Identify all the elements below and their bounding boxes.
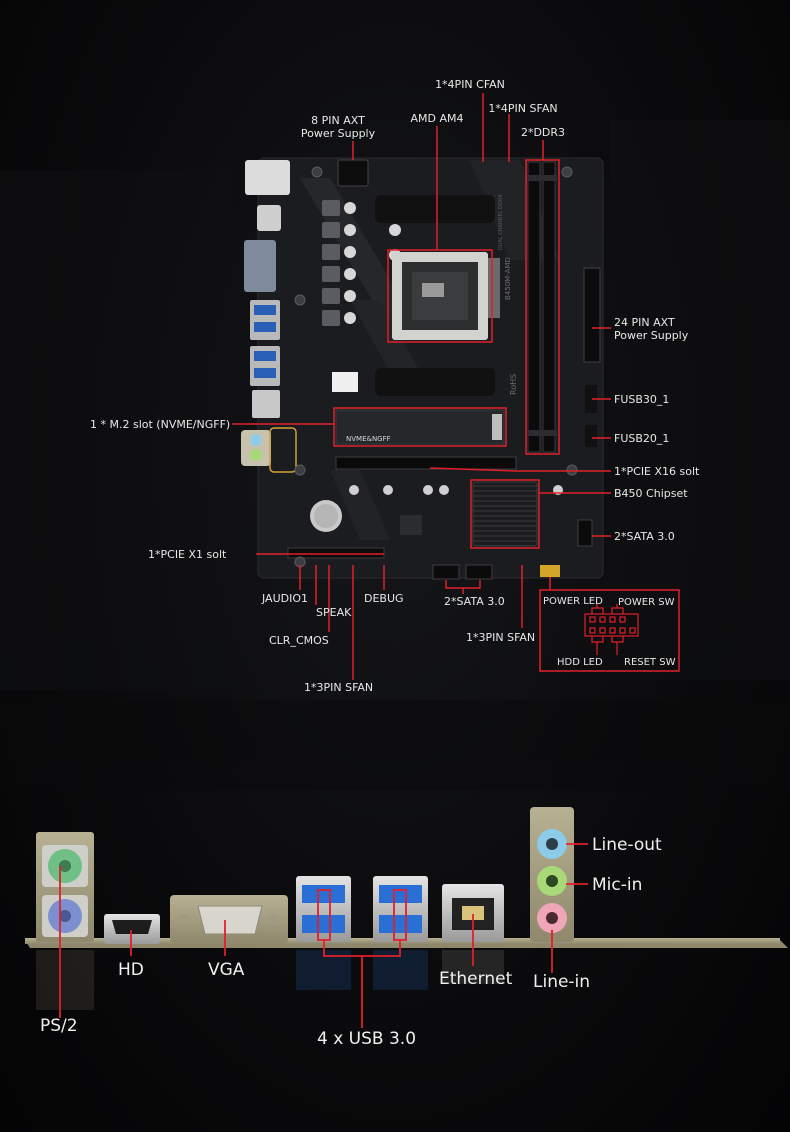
line-in-label: Line-in bbox=[533, 972, 591, 992]
chipset-heatsink bbox=[472, 481, 538, 547]
speak-label: SPEAK bbox=[316, 606, 352, 619]
vga-port-board bbox=[244, 240, 276, 292]
hdd-led-label: HDD LED bbox=[557, 657, 603, 668]
sfan-top-label: 1*4PIN SFAN bbox=[488, 102, 558, 115]
jaudio-label: JAUDIO1 bbox=[262, 592, 308, 605]
io-reflection bbox=[36, 950, 504, 1010]
ethernet-label: Ethernet bbox=[439, 969, 513, 989]
cpu-retention-top bbox=[375, 195, 495, 223]
sata-bottom-label: 2*SATA 3.0 bbox=[444, 595, 505, 608]
ddr-slots bbox=[526, 161, 557, 453]
front-panel-header-board bbox=[540, 565, 560, 577]
board-dual-channel-text: DUAL CHANNEL DDR4 bbox=[498, 195, 504, 250]
debug-label: DEBUG bbox=[364, 592, 404, 605]
line-out-label: Line-out bbox=[592, 835, 662, 855]
ddr-label: 2*DDR3 bbox=[520, 126, 566, 139]
m2-board-text: NVME&NGFF bbox=[346, 435, 391, 443]
clr-cmos-label: CLR_CMOS bbox=[269, 634, 329, 647]
pcie-x16-slot-board bbox=[335, 456, 517, 470]
io-callout-lines bbox=[59, 843, 588, 1028]
fusb20-label: FUSB20_1 bbox=[614, 432, 670, 445]
front-panel-pin-diagram bbox=[584, 604, 639, 655]
fusb30-label: FUSB30_1 bbox=[614, 393, 670, 406]
sata-right-label: 2*SATA 3.0 bbox=[614, 530, 675, 543]
pcie1-label: 1*PCIE X1 solt bbox=[148, 548, 227, 561]
ps2-port-board bbox=[245, 160, 290, 195]
board-model-text: B450M-AMD bbox=[504, 257, 512, 300]
m2-label: 1 * M.2 slot (NVME/NGFF) bbox=[90, 418, 231, 431]
pcie-x1-slot-board bbox=[287, 547, 385, 559]
usb-label: 4 x USB 3.0 bbox=[317, 1029, 417, 1049]
background-shadows bbox=[0, 120, 790, 790]
vrm-chokes bbox=[322, 200, 340, 326]
ps2-label: PS/2 bbox=[40, 1016, 78, 1036]
board-rohs-text: RoHS bbox=[509, 374, 518, 395]
pcie16-label: 1*PCIE X16 solt bbox=[614, 465, 700, 478]
power-led-label: POWER LED bbox=[543, 596, 603, 607]
callout-lines bbox=[232, 93, 680, 680]
power24-label-line2: Power Supply bbox=[614, 329, 689, 342]
fusb20-header bbox=[585, 425, 597, 447]
qr-label bbox=[332, 372, 358, 392]
power8-label-line2: Power Supply bbox=[300, 127, 376, 140]
cfan-label: 1*4PIN CFAN bbox=[435, 78, 505, 91]
motherboard: B450M-AMD RoHS DUAL CHANNEL DDR4 NVME&NG… bbox=[241, 157, 604, 580]
audio-jacks-board bbox=[241, 430, 271, 466]
sfan-bottom-label: 1*3PIN SFAN bbox=[304, 681, 374, 694]
mic-in-label: Mic-in bbox=[592, 875, 643, 895]
sata-port-2 bbox=[465, 564, 493, 580]
lan-port-board bbox=[252, 390, 280, 418]
power-sw-label: POWER SW bbox=[618, 597, 675, 608]
board-screws bbox=[294, 166, 578, 568]
hdmi-port-board bbox=[257, 205, 281, 231]
io-shield bbox=[25, 807, 788, 948]
8pin-power-connector bbox=[337, 159, 369, 187]
24pin-power-connector bbox=[583, 267, 601, 363]
power8-label-line1: 8 PIN AXT bbox=[311, 114, 365, 127]
reset-sw-label: RESET SW bbox=[624, 657, 676, 668]
hd-label: HD bbox=[118, 960, 144, 980]
sata-port-3 bbox=[577, 519, 593, 547]
sata-port-1 bbox=[432, 564, 460, 580]
m2-slot bbox=[335, 409, 505, 445]
chipset-label: B450 Chipset bbox=[614, 487, 688, 500]
power24-label-line1: 24 PIN AXT bbox=[614, 316, 675, 329]
cpu-retention-bottom bbox=[375, 368, 495, 396]
cpu-label: AMD AM4 bbox=[410, 112, 464, 125]
sfan-mid-label: 1*3PIN SFAN bbox=[466, 631, 536, 644]
fusb30-header bbox=[585, 385, 597, 413]
vga-label: VGA bbox=[208, 960, 245, 980]
